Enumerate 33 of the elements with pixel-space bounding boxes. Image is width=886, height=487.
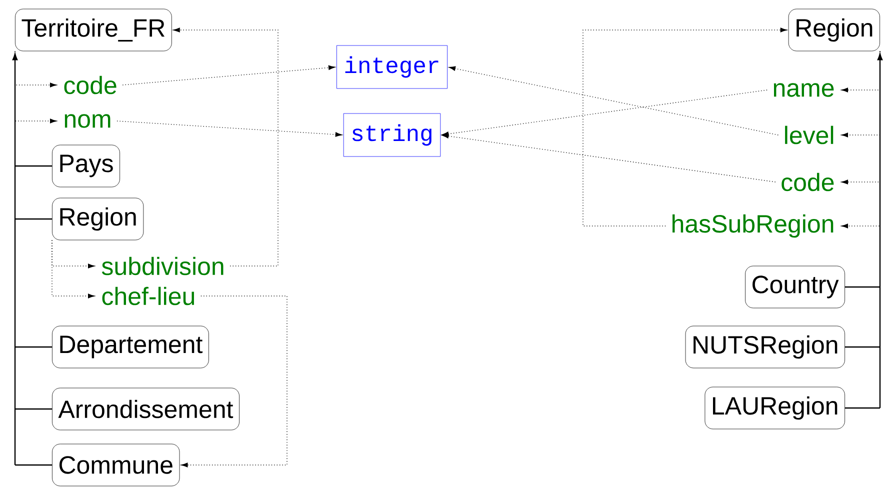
inheritance-arrow — [844, 53, 883, 409]
class-box: Pays — [52, 144, 120, 188]
type-box: integer — [336, 45, 448, 89]
property-label: chef-lieu — [102, 286, 194, 306]
property-arrow — [14, 50, 57, 124]
property-label: code — [64, 76, 116, 94]
class-box: Territoire_FR — [15, 8, 172, 52]
property-label: code — [782, 172, 834, 192]
class-box: Commune — [52, 444, 180, 486]
class-box: LAURegion — [704, 386, 845, 430]
property-arrow — [442, 134, 776, 182]
property-label: hasSubRegion — [672, 214, 834, 238]
property-label: name — [774, 83, 834, 97]
class-box: Departement — [52, 326, 209, 368]
property-label: subdivision — [102, 256, 224, 276]
property-arrow — [122, 65, 336, 86]
property-arrow — [173, 28, 278, 266]
class-box: NUTSRegion — [685, 326, 845, 368]
property-arrow — [582, 28, 787, 226]
property-arrow — [181, 296, 288, 468]
property-arrow — [442, 90, 768, 136]
property-label: nom — [64, 114, 110, 128]
class-box: Arrondissement — [52, 388, 240, 430]
class-box: Region — [788, 8, 880, 52]
type-box: string — [343, 113, 441, 157]
property-arrow — [841, 50, 880, 228]
property-arrow — [52, 240, 95, 298]
inheritance-arrow — [12, 53, 53, 466]
class-box: Country — [745, 266, 845, 308]
property-arrow — [448, 66, 779, 136]
property-label: level — [785, 126, 834, 144]
class-box: Region — [52, 198, 144, 240]
property-arrow — [116, 120, 342, 137]
